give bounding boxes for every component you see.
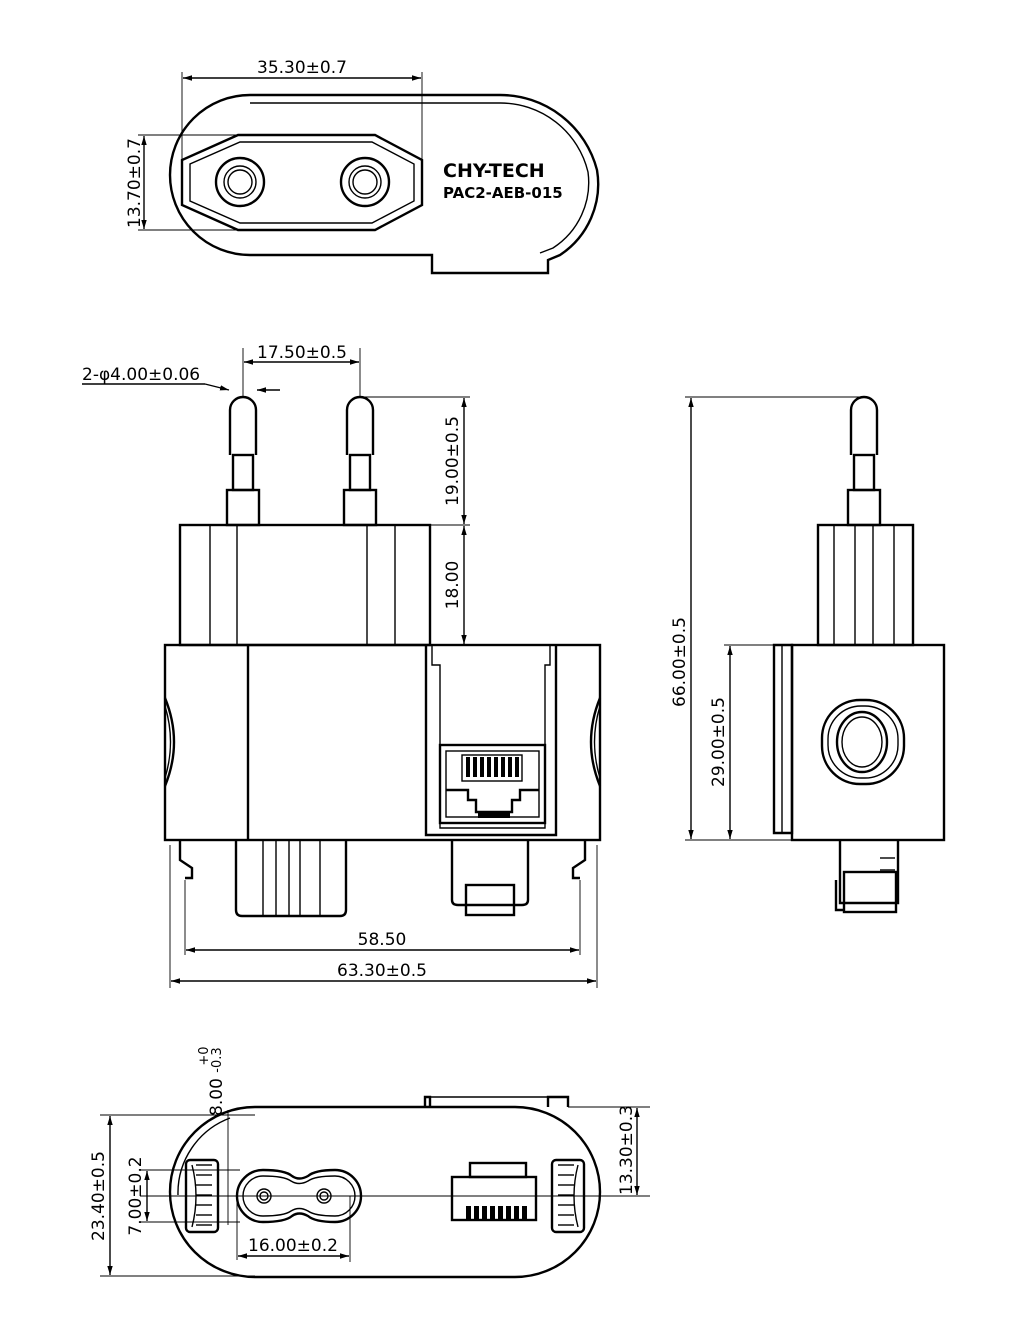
dim-pin-pitch: 17.50±0.5 bbox=[257, 343, 347, 363]
lower-body bbox=[163, 643, 602, 842]
side-view: 66.00±0.5 29.00±0.5 bbox=[670, 395, 946, 914]
front-view: 17.50±0.5 2-φ4.00±0.06 19.00±0.5 18.00 5… bbox=[82, 343, 602, 988]
pin-right bbox=[342, 395, 378, 527]
dim-pin-length: 19.00±0.5 bbox=[443, 416, 463, 506]
c8-socket-front bbox=[234, 840, 348, 918]
dim-plug-width: 35.30±0.7 bbox=[257, 58, 347, 78]
dim-socket-depth: 8.00 bbox=[207, 1078, 227, 1116]
dim-socket-height: 7.00±0.2 bbox=[126, 1156, 146, 1235]
dim-socket-width: 16.00±0.2 bbox=[248, 1236, 338, 1256]
upper-body bbox=[178, 523, 432, 647]
brand-logo: CHY-TECH bbox=[443, 160, 545, 182]
rj-plug-stub bbox=[450, 840, 530, 917]
rj-plug-bottom bbox=[450, 1161, 538, 1222]
dim-body-depth: 23.40±0.5 bbox=[89, 1151, 109, 1241]
dim-upper-body: 18.00 bbox=[443, 561, 463, 610]
dim-inner-width: 58.50 bbox=[358, 930, 407, 950]
c8-socket bbox=[235, 1168, 363, 1224]
model-label: PAC2-AEB-015 bbox=[443, 184, 563, 202]
dim-total-height: 66.00±0.5 bbox=[670, 617, 690, 707]
dim-pin-diameter: 2-φ4.00±0.06 bbox=[82, 365, 200, 385]
side-button bbox=[820, 698, 906, 786]
dim-socket-depth-tol-plus: +0 bbox=[197, 1046, 212, 1065]
dim-lower-body: 29.00±0.5 bbox=[709, 697, 729, 787]
dim-socket-depth-tol-minus: -0.3 bbox=[210, 1047, 225, 1072]
dim-rj-offset: 13.30±0.3 bbox=[617, 1105, 637, 1195]
pin-left bbox=[225, 395, 261, 527]
dim-plug-height: 13.70±0.7 bbox=[125, 138, 145, 228]
top-view: CHY-TECH PAC2-AEB-015 35.30±0.7 13.70±0.… bbox=[125, 58, 600, 275]
rj45-port bbox=[438, 743, 547, 825]
bottom-view: 8.00 +0 -0.3 7.00±0.2 23.40±0.5 13.30±0.… bbox=[89, 1046, 650, 1279]
pin-socket-right bbox=[339, 156, 391, 208]
plug-face-outline bbox=[180, 133, 424, 232]
clip-right bbox=[550, 1158, 586, 1234]
pin-socket-left bbox=[214, 156, 266, 208]
dim-outer-width: 63.30±0.5 bbox=[337, 961, 427, 981]
